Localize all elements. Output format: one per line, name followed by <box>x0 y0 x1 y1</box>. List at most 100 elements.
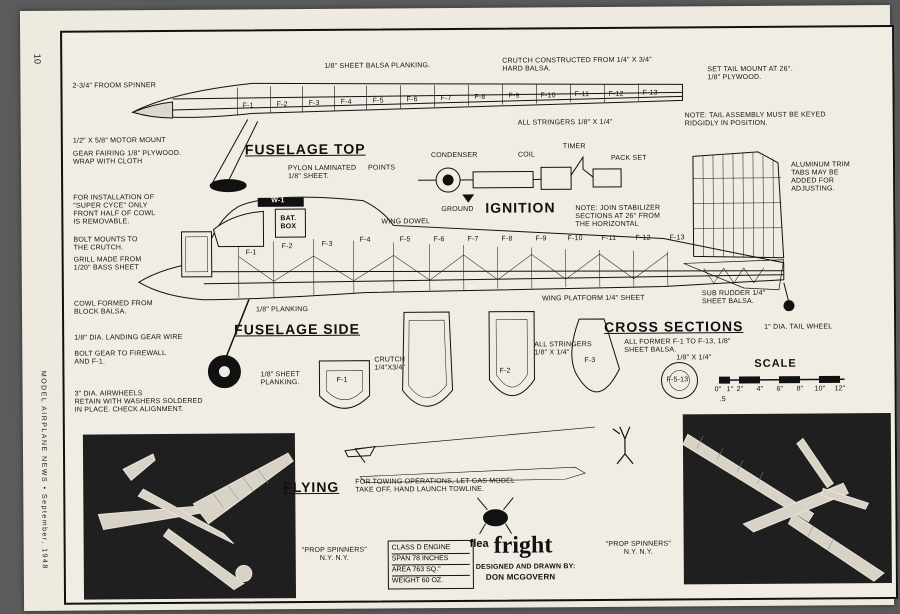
title-name: fright <box>493 532 553 559</box>
plan-sheet: FUSELAGE TOP FUSELAGE SIDE IGNITION CROS… <box>60 24 899 605</box>
former-label: F-4 <box>340 98 352 106</box>
spec-box: CLASS D ENGINE SPAN 78 INCHES AREA 763 S… <box>387 539 474 590</box>
note-former-size: 1/8" X 1/4" <box>676 354 712 362</box>
heading-fuselage-top: FUSELAGE TOP <box>244 140 366 158</box>
scale-sub-tick: .5 <box>719 396 726 404</box>
photo-left <box>82 433 297 600</box>
note-grill: GRILL MADE FROM 1/20" BASS SHEET <box>73 256 142 272</box>
former-label: F-11 <box>601 234 617 242</box>
note-crutch: CRUTCH CONSTRUCTED FROM 1/4" X 3/4" HARD… <box>502 56 652 73</box>
note-spinner: 2-3/4" FROOM SPINNER <box>72 82 156 90</box>
former-label: F-13 <box>669 234 685 242</box>
heading-flying: FLYING <box>283 478 340 496</box>
note-planking-side: 1/8" PLANKING <box>255 306 309 314</box>
designer-name: DON MCGOVERN <box>485 572 556 582</box>
note-former: ALL FORMER F-1 TO F-13, 1/8" SHEET BALSA… <box>624 338 731 354</box>
note-ground: GROUND <box>441 205 474 214</box>
spec-engine: CLASS D ENGINE <box>391 542 470 555</box>
former-label: F-2 <box>276 101 288 109</box>
note-sheet-planking-cs: 1/8" SHEET PLANKING. <box>260 371 300 387</box>
note-prop-right: "PROP SPINNERS" N.Y. N.Y. <box>605 540 672 556</box>
photo-right <box>682 412 892 585</box>
scale-tick: 12" <box>834 385 846 393</box>
note-cowl: COWL FORMED FROM BLOCK BALSA. <box>73 300 153 316</box>
title-prefix: flea <box>469 537 489 550</box>
note-super-cycle: FOR INSTALLATION OF "SUPER CYCE" ONLY FR… <box>73 194 156 226</box>
cross-section-f13 <box>661 361 699 399</box>
note-tail-mount: SET TAIL MOUNT AT 26°. 1/8" PLYWOOD. <box>707 65 793 82</box>
note-towing: FOR TOWING OPERATIONS, LET GAS MODEL TAK… <box>355 477 516 494</box>
spec-weight: WEIGHT 60 OZ. <box>391 577 444 585</box>
note-bolt-crutch: BOLT MOUNTS TO THE CRUTCH. <box>73 236 138 252</box>
former-label: F-10 <box>567 235 583 243</box>
note-tail: NOTE: TAIL ASSEMBLY MUST BE KEYED RIDGID… <box>684 111 826 128</box>
scale-tick: 2" <box>736 386 744 394</box>
note-tail-wheel: 1" DIA. TAIL WHEEL <box>764 323 833 331</box>
note-condenser: CONDENSER <box>430 151 478 160</box>
page-number: 10 <box>32 53 43 65</box>
former-label: F-7 <box>440 95 452 103</box>
spec-area: AREA 763 SQ." <box>391 564 470 577</box>
former-label: F-1 <box>242 102 254 110</box>
cross-section-label: F-3 <box>584 357 596 365</box>
note-stab: NOTE: JOIN STABILIZER SECTIONS AT 26° FR… <box>575 204 661 229</box>
note-pylon: PYLON LAMINATED 1/8" SHEET. <box>287 164 357 181</box>
label-bat-box: BAT. BOX <box>280 215 297 231</box>
scale-tick: 0" <box>714 386 722 394</box>
note-landing-gear: 1/8" DIA. LANDING GEAR WIRE <box>74 333 183 342</box>
former-label: F-6 <box>406 96 418 104</box>
note-all-stringers-cs: ALL STRINGERS 1/8" X 1/4" <box>534 341 592 357</box>
former-label: F-13 <box>642 89 658 97</box>
designed-by: DESIGNED AND DRAWN BY: <box>475 563 576 571</box>
heading-scale: SCALE <box>754 357 797 370</box>
former-label: F-7 <box>467 235 479 243</box>
label-w1: W-1 <box>271 197 285 205</box>
side-credit: MODEL AIRPLANE NEWS • September, 1948 <box>39 370 48 570</box>
cross-section-f3 <box>488 310 536 396</box>
note-coil: COIL <box>517 151 536 159</box>
former-label: F-5 <box>399 236 411 244</box>
note-gear-fairing: GEAR FAIRING 1/8" PLYWOOD. WRAP WITH CLO… <box>72 149 182 166</box>
former-label: F-5 <box>372 97 384 105</box>
magazine-page: 10 MODEL AIRPLANE NEWS • September, 1948 <box>19 4 899 612</box>
note-pack-set: PACK SET <box>610 154 647 162</box>
heading-fuselage-side: FUSELAGE SIDE <box>234 320 360 338</box>
note-airwheels: 3" DIA. AIRWHEELS RETAIN WITH WASHERS SO… <box>74 390 203 414</box>
note-bolt-gear: BOLT GEAR TO FIREWALL AND F-1. <box>74 350 167 366</box>
former-label: F-3 <box>321 240 333 248</box>
former-label: F-8 <box>474 93 486 101</box>
note-sheet-planking: 1/8" SHEET BALSA PLANKING. <box>324 62 431 70</box>
cross-section-f2 <box>402 311 454 407</box>
scale-tick: 10" <box>814 385 826 393</box>
scale-tick: 1" <box>726 386 734 394</box>
note-prop-left: "PROP SPINNERS" N.Y. N.Y. <box>301 546 368 562</box>
note-wing-dowel: WING DOWEL <box>381 218 431 226</box>
former-label: F-1 <box>245 249 257 257</box>
former-label: F-2 <box>281 243 293 251</box>
note-points: POINTS <box>367 164 396 172</box>
former-label: F-12 <box>635 234 651 242</box>
note-timer: TIMER <box>562 143 586 151</box>
cross-section-label: F-2 <box>499 367 511 375</box>
former-label: F-6 <box>433 236 445 244</box>
note-trim-tabs: ALUMINUM TRIM TABS MAY BE ADDED FOR ADJU… <box>790 161 850 193</box>
former-label: F-12 <box>608 90 624 98</box>
scale-tick: 8" <box>796 385 804 393</box>
former-label: F-9 <box>535 235 547 243</box>
cross-section-label: F-1 <box>336 376 348 384</box>
former-label: F-11 <box>574 91 590 99</box>
scale-tick: 6" <box>776 385 784 393</box>
note-wing-platform: WING PLATFORM 1/4" SHEET <box>541 294 645 303</box>
cross-section-f5 <box>571 318 620 393</box>
former-label: F-8 <box>501 235 513 243</box>
plan-drawing <box>131 82 845 535</box>
heading-cross-sections: CROSS SECTIONS <box>604 318 744 335</box>
note-sub-rudder: SUB RUDDER 1/4" SHEET BALSA. <box>701 289 766 306</box>
former-label: F-3 <box>308 99 320 108</box>
note-crutch-cs: CRUTCH 1/4"X3/4" <box>374 356 406 372</box>
note-motor-mount: 1/2" X 5/8" MOTOR MOUNT <box>72 137 166 145</box>
former-label: F-10 <box>540 92 556 100</box>
stabilizer <box>692 151 785 259</box>
spec-span: SPAN 78 INCHES <box>391 553 470 566</box>
former-label: F-9 <box>508 92 520 100</box>
